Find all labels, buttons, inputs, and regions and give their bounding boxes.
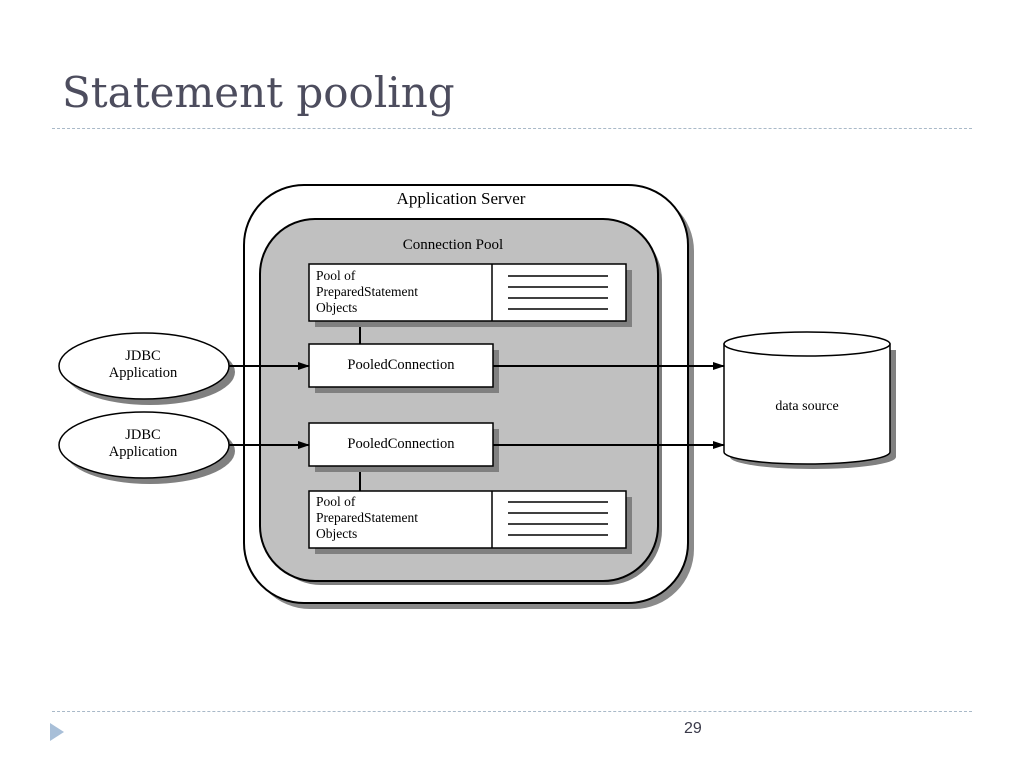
- jdbc-application-1-label-line1: JDBC: [125, 348, 160, 364]
- jdbc-application-2: JDBC Application: [58, 411, 235, 484]
- jdbc-application-2-label-line2: Application: [109, 444, 178, 460]
- pooled-connection-1-label: PooledConnection: [347, 357, 455, 373]
- statement-pool-bottom-label-line3: Objects: [316, 526, 357, 541]
- statement-pool-top-label-line3: Objects: [316, 300, 357, 315]
- statement-pool-bottom-label-line1: Pool of: [316, 494, 356, 509]
- application-server-label: Application Server: [397, 189, 526, 208]
- statement-pool-bottom: Pool of PreparedStatement Objects: [308, 490, 632, 554]
- data-source-label: data source: [775, 399, 838, 414]
- page-number: 29: [684, 720, 702, 737]
- slide-title: Statement pooling: [62, 68, 455, 117]
- jdbc-application-1: JDBC Application: [58, 332, 235, 405]
- footer-divider: [52, 711, 972, 712]
- statement-list-icon: [508, 275, 608, 310]
- data-source: data source: [723, 331, 896, 469]
- statement-pool-top-label-line2: PreparedStatement: [316, 284, 418, 299]
- pooled-connection-1: PooledConnection: [308, 343, 499, 393]
- triangle-marker-icon: [50, 723, 64, 741]
- statement-list-icon: [508, 501, 608, 536]
- connection-pool-label: Connection Pool: [403, 237, 503, 253]
- title-divider: [52, 128, 972, 129]
- jdbc-application-2-label-line1: JDBC: [125, 427, 160, 443]
- pooled-connection-2: PooledConnection: [308, 422, 499, 472]
- statement-pool-top-label-line1: Pool of: [316, 268, 356, 283]
- statement-pool-bottom-label-line2: PreparedStatement: [316, 510, 418, 525]
- statement-pool-top: Pool of PreparedStatement Objects: [308, 263, 632, 327]
- jdbc-application-1-label-line2: Application: [109, 365, 178, 381]
- pooled-connection-2-label: PooledConnection: [347, 436, 455, 452]
